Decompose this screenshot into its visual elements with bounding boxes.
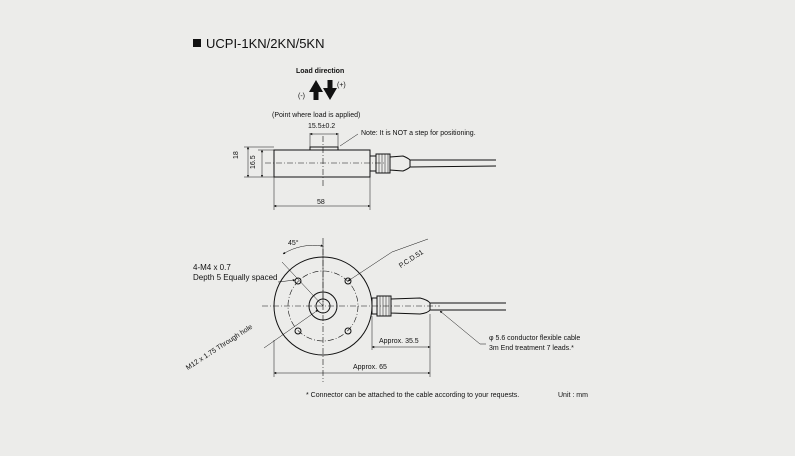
height-dimension: 18 [233, 151, 240, 159]
load-plus-label: (+) [337, 82, 346, 89]
load-minus-label: (-) [298, 93, 305, 100]
arrow-up-icon [309, 80, 323, 100]
footnote: * Connector can be attached to the cable… [306, 392, 520, 399]
arrow-down-icon [323, 80, 337, 100]
approx-total-dimension: Approx. 65 [353, 364, 387, 371]
body-height-dimension: 16.5 [250, 155, 257, 169]
pcd-circle [287, 270, 359, 342]
tapped-hole [344, 277, 352, 285]
approx-connector-dimension: Approx. 35.5 [379, 338, 419, 345]
tapped-hole [294, 327, 302, 335]
tapped-hole [344, 327, 352, 335]
cable-spec-line2: 3m End treatment 7 leads.* [489, 345, 574, 352]
connector-top [371, 295, 506, 317]
boss-dimension: 15.5±0.2 [308, 123, 336, 130]
side-view [244, 132, 497, 210]
width-dimension: 58 [317, 199, 325, 206]
tapped-depth-label: Depth 5 Equally spaced [193, 273, 278, 282]
cable-spec-line1: φ 5.6 conductor flexible cable [489, 335, 581, 342]
load-boss [309, 146, 339, 151]
unit-label: Unit : mm [558, 392, 588, 399]
tapped-holes-label: 4-M4 x 0.7 [193, 263, 231, 272]
connector-side [369, 153, 497, 174]
top-view [262, 238, 506, 382]
product-title: UCPI-1KN/2KN/5KN [193, 37, 324, 50]
sensor-body-side [273, 149, 371, 178]
load-direction-arrows [309, 80, 337, 100]
load-direction-heading: Load direction [296, 68, 345, 75]
angle-dimension: 45° [288, 240, 299, 247]
positioning-note: Note: It is NOT a step for positioning. [361, 130, 476, 137]
square-bullet-icon [193, 39, 201, 47]
load-point-label: (Point where load is applied) [272, 112, 361, 119]
